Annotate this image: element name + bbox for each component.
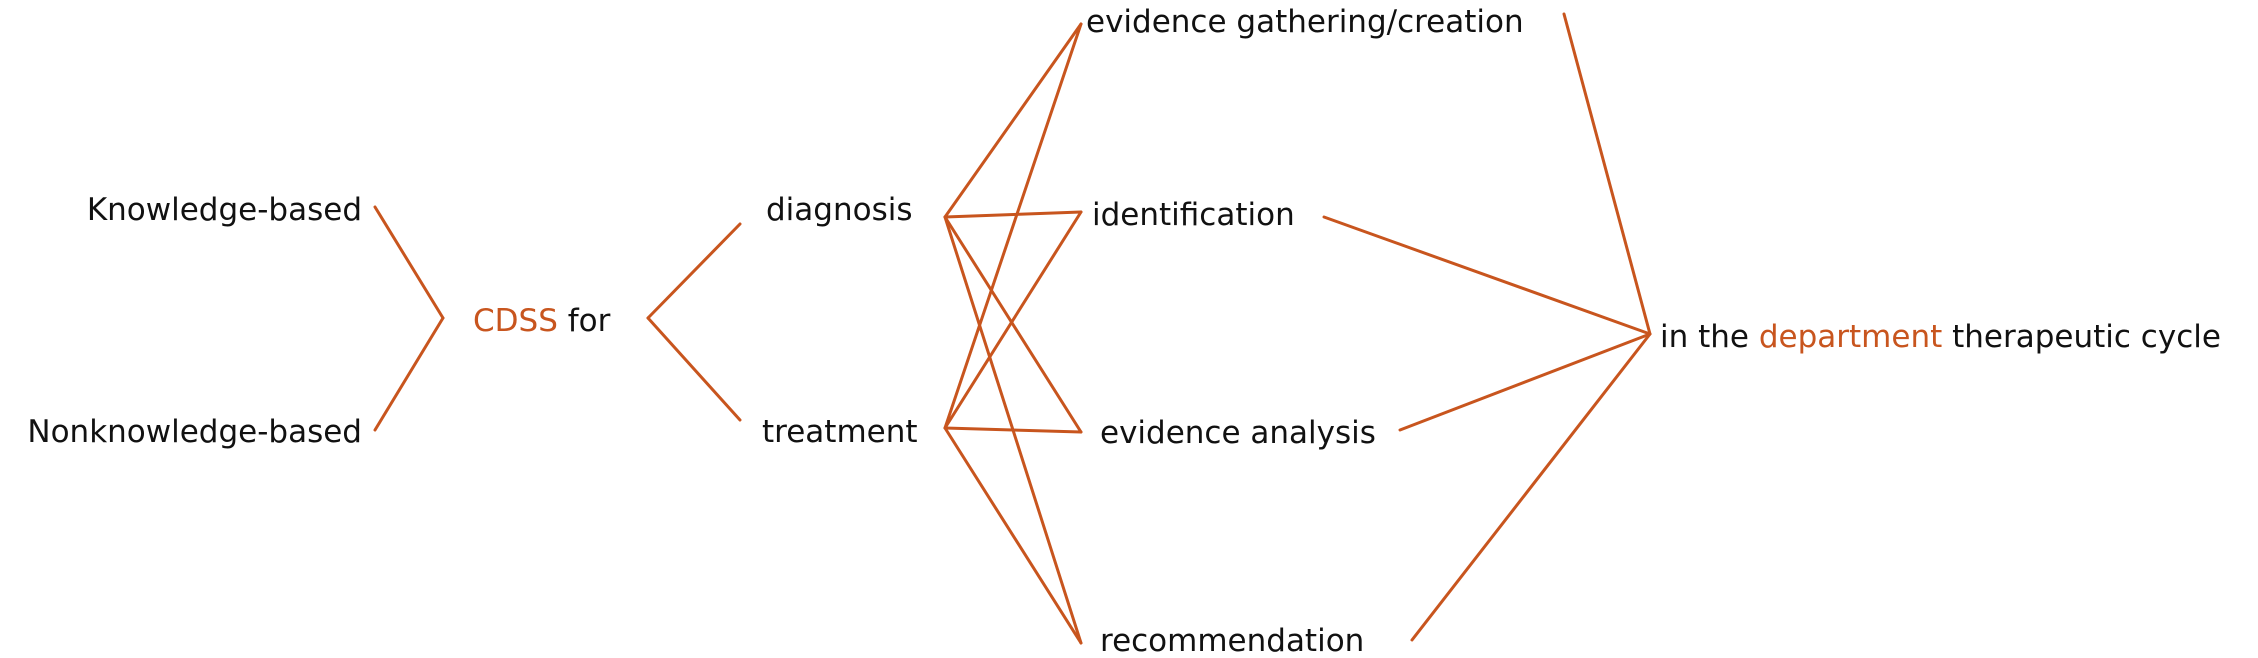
outcome-prefix: in the: [1660, 319, 1749, 355]
node-identification: identification: [1092, 197, 1295, 233]
connector-diagnosis-to-evidence-gathering: [943, 22, 1083, 219]
outcome-suffix: therapeutic cycle: [1952, 319, 2221, 355]
connector-evidence-analysis-to-outcome: [1398, 332, 1652, 432]
connector-identification-to-outcome: [1322, 215, 1652, 336]
connector-treatment-to-recommendation: [943, 426, 1083, 645]
for-label: for: [567, 303, 611, 339]
connector-knowledge-to-cdss: [373, 205, 445, 320]
connector-cdss-to-treatment: [646, 316, 742, 422]
connector-nonknowledge-to-cdss: [373, 316, 445, 432]
connector-treatment-to-evidence-analysis: [943, 426, 1083, 434]
connector-recommendation-to-outcome: [1410, 332, 1652, 642]
connector-diagnosis-to-evidence-analysis: [943, 215, 1083, 434]
connector-diagnosis-to-identification: [943, 210, 1083, 219]
node-therapeutic-cycle: in the department therapeutic cycle: [1660, 317, 2221, 357]
node-nonknowledge-based: Nonknowledge-based: [27, 414, 362, 450]
cdss-label: CDSS: [473, 303, 558, 339]
node-diagnosis: diagnosis: [766, 192, 913, 228]
node-evidence-gathering: evidence gathering/creation: [1086, 4, 1524, 40]
node-cdss-for: CDSS for: [473, 301, 610, 341]
connector-treatment-to-evidence-gathering: [943, 22, 1083, 430]
connector-treatment-to-identification: [943, 210, 1083, 430]
connector-cdss-to-diagnosis: [646, 222, 742, 320]
node-evidence-analysis: evidence analysis: [1100, 415, 1376, 451]
department-label: department: [1758, 319, 1943, 355]
connector-evidence-gathering-to-outcome: [1562, 12, 1652, 336]
node-knowledge-based: Knowledge-based: [86, 192, 362, 228]
node-recommendation: recommendation: [1100, 623, 1365, 658]
node-treatment: treatment: [762, 414, 918, 450]
